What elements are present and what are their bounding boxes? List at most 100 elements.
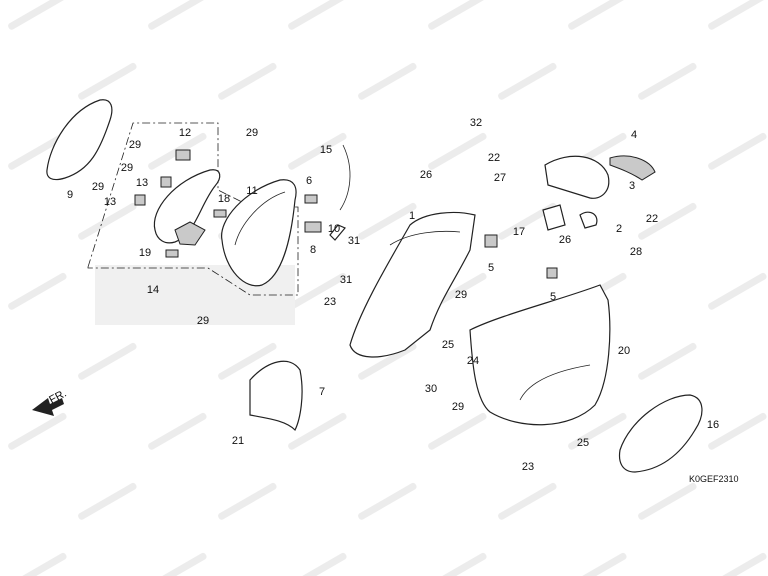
part-13-clip — [160, 176, 172, 188]
callout-26: 26 — [420, 169, 432, 181]
callout-13: 13 — [104, 196, 116, 208]
callout-27: 27 — [494, 172, 506, 184]
watermark-mark — [288, 0, 347, 30]
watermark-mark — [78, 62, 137, 100]
callout-4: 4 — [631, 129, 637, 141]
callout-18: 18 — [218, 193, 230, 205]
callout-31: 31 — [348, 235, 360, 247]
callout-10: 10 — [328, 223, 340, 235]
watermark-mark — [708, 0, 767, 30]
watermark-mark — [8, 272, 67, 310]
callout-29: 29 — [452, 401, 464, 413]
callout-20: 20 — [618, 345, 630, 357]
part-9-cover — [46, 99, 113, 181]
callout-22: 22 — [646, 213, 658, 225]
front-direction-arrow-icon — [32, 398, 64, 416]
part-7-panel — [249, 360, 303, 432]
watermark-mark — [148, 412, 207, 450]
callout-29: 29 — [246, 127, 258, 139]
watermark-mark — [638, 202, 697, 240]
watermark-mark — [638, 62, 697, 100]
part-8-switch — [304, 221, 322, 233]
part-17-bracket — [542, 204, 566, 231]
callout-13: 13 — [136, 177, 148, 189]
part-6-spring — [304, 194, 318, 204]
watermark-mark — [8, 0, 67, 30]
part-11-headlight-unit — [221, 179, 297, 287]
watermark-mark — [218, 482, 277, 520]
callout-26: 26 — [559, 234, 571, 246]
callout-7: 7 — [319, 386, 325, 398]
callout-29: 29 — [129, 139, 141, 151]
watermark-mark — [8, 132, 67, 170]
callout-29: 29 — [92, 181, 104, 193]
callout-28: 28 — [630, 246, 642, 258]
callout-15: 15 — [320, 144, 332, 156]
part-20-side-cover — [469, 284, 611, 426]
callout-25: 25 — [577, 437, 589, 449]
callout-6: 6 — [306, 175, 312, 187]
diagram-code: K0GEF2310 — [689, 474, 739, 484]
callout-12: 12 — [179, 127, 191, 139]
callout-19: 19 — [139, 247, 151, 259]
callout-29: 29 — [197, 315, 209, 327]
callout-8: 8 — [310, 244, 316, 256]
part-2-clip — [579, 211, 598, 229]
watermark-mark — [78, 482, 137, 520]
part-1-inner-cover — [349, 211, 476, 358]
callout-31: 31 — [340, 274, 352, 286]
callout-9: 9 — [67, 189, 73, 201]
callout-22: 22 — [488, 152, 500, 164]
watermark-mark — [708, 552, 767, 576]
watermark-mark — [428, 412, 487, 450]
watermark-mark — [218, 62, 277, 100]
callout-25: 25 — [442, 339, 454, 351]
watermark-mark — [358, 342, 417, 380]
callout-3: 3 — [629, 180, 635, 192]
part-13-clip — [134, 194, 146, 206]
watermark-mark — [568, 412, 627, 450]
callout-16: 16 — [707, 419, 719, 431]
watermark-mark — [288, 552, 347, 576]
watermark-mark — [708, 272, 767, 310]
watermark-mark — [708, 132, 767, 170]
watermark-mark — [428, 552, 487, 576]
part-bulb-socket — [174, 221, 206, 246]
part-18-bulb — [213, 209, 227, 218]
callout-2: 2 — [616, 223, 622, 235]
callout-29: 29 — [121, 162, 133, 174]
watermark-mark — [8, 412, 67, 450]
callout-1: 1 — [409, 210, 415, 222]
part-5-grommet — [546, 267, 558, 279]
watermark-mark — [428, 0, 487, 30]
watermark-mark — [148, 552, 207, 576]
part-16-cover — [618, 394, 703, 473]
watermark-mark — [288, 272, 347, 310]
watermark-mark — [638, 482, 697, 520]
watermark-mark — [498, 482, 557, 520]
callout-14: 14 — [147, 284, 159, 296]
watermark-mark — [148, 0, 207, 30]
callout-23: 23 — [522, 461, 534, 473]
callout-32: 32 — [470, 117, 482, 129]
callout-11: 11 — [246, 185, 257, 197]
callout-17: 17 — [513, 226, 525, 238]
callout-21: 21 — [232, 435, 244, 447]
callout-5: 5 — [488, 262, 494, 274]
watermark-mark — [78, 202, 137, 240]
watermark-mark — [78, 342, 137, 380]
callout-24: 24 — [467, 355, 479, 367]
assembly-outline-14 — [87, 122, 299, 296]
watermark-mark — [638, 342, 697, 380]
part-19-bulb — [165, 249, 179, 258]
callout-29: 29 — [455, 289, 467, 301]
watermark-mark — [288, 412, 347, 450]
watermark-mark — [568, 552, 627, 576]
watermark-mark — [358, 482, 417, 520]
watermark-mark — [428, 132, 487, 170]
watermark-mark — [708, 412, 767, 450]
part-headlight-lens — [153, 169, 221, 244]
watermark-mark — [358, 202, 417, 240]
